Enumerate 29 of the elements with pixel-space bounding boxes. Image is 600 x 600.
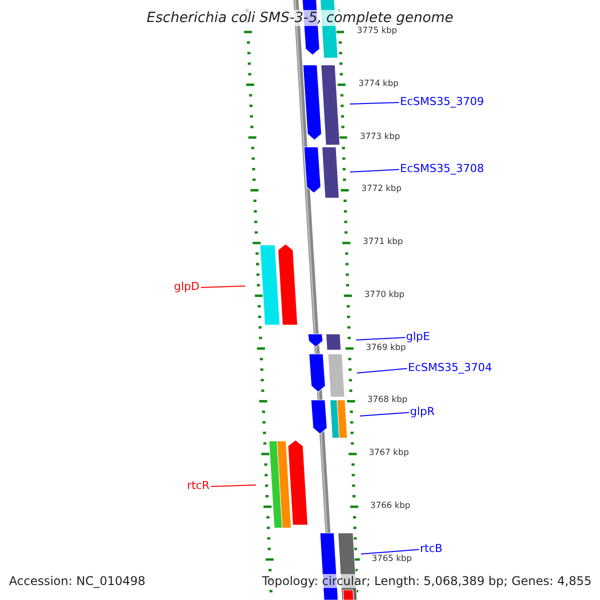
genome-stats-label: Topology: circular; Length: 5,068,389 bp; Genes: 4,855 — [262, 574, 592, 588]
gene-label: EcSMS35_3704 — [408, 361, 492, 374]
scale-label: 3774 kbp — [358, 78, 399, 89]
leader-line — [360, 549, 420, 554]
leader-line — [210, 484, 256, 487]
gene-label: EcSMS35_3709 — [400, 95, 484, 108]
scale-label: 3766 kbp — [370, 500, 410, 511]
gene-label: glpE — [406, 330, 430, 343]
scale-label: 3769 kbp — [366, 342, 406, 352]
gene-label: rtcR — [187, 479, 210, 492]
gene-label: glpD — [174, 280, 200, 293]
scale-label: 3770 kbp — [364, 290, 404, 300]
scale-label: 3773 kbp — [360, 132, 400, 142]
gene-label: rtcB — [420, 542, 442, 555]
scale-label: 3771 kbp — [362, 237, 403, 247]
scale-label: 3772 kbp — [361, 184, 402, 194]
gene-label: glpR — [410, 405, 435, 418]
leader-line — [356, 337, 406, 340]
gene-label: EcSMS35_3708 — [400, 162, 484, 175]
leader-line — [350, 102, 400, 104]
scale-label: 3765 kbp — [372, 554, 412, 564]
leader-line — [350, 169, 400, 172]
scale-label: 3768 kbp — [367, 395, 408, 406]
scale-label: 3767 kbp — [368, 448, 409, 458]
leader-line — [200, 286, 246, 288]
scale-label: 3775 kbp — [357, 26, 398, 36]
accession-label: Accession: NC_010498 — [9, 574, 146, 588]
leader-line — [356, 368, 408, 374]
leader-line — [360, 412, 410, 416]
